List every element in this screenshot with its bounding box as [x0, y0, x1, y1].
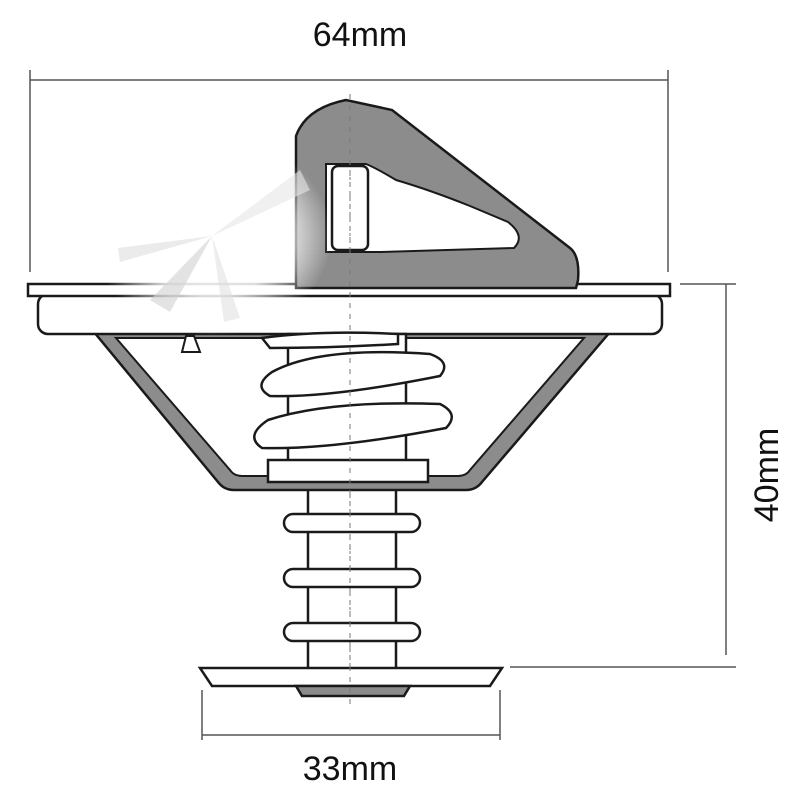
- piston-collar: [266, 458, 430, 484]
- upper-spring-assembly: [180, 331, 453, 484]
- height-dimension-label: 40mm: [748, 427, 786, 523]
- lower-spring-coil: [282, 567, 422, 589]
- lower-spring-coil: [282, 621, 422, 643]
- upper-spring-coil: [259, 331, 400, 350]
- bridge-window: [325, 163, 520, 253]
- width-dimension-label: 64mm: [312, 16, 408, 54]
- light-glare: [92, 136, 332, 336]
- valve-plate: [197, 666, 505, 698]
- valve-hub: [293, 684, 413, 698]
- dimension-lines: [29, 70, 736, 740]
- jiggle-pin: [180, 335, 202, 353]
- lower-spring-coil: [282, 512, 422, 534]
- valve-dimension-label: 33mm: [302, 750, 398, 788]
- bridge-yoke: [294, 98, 580, 290]
- lower-spring-assembly: [282, 486, 422, 678]
- upper-spring-coil: [260, 350, 446, 398]
